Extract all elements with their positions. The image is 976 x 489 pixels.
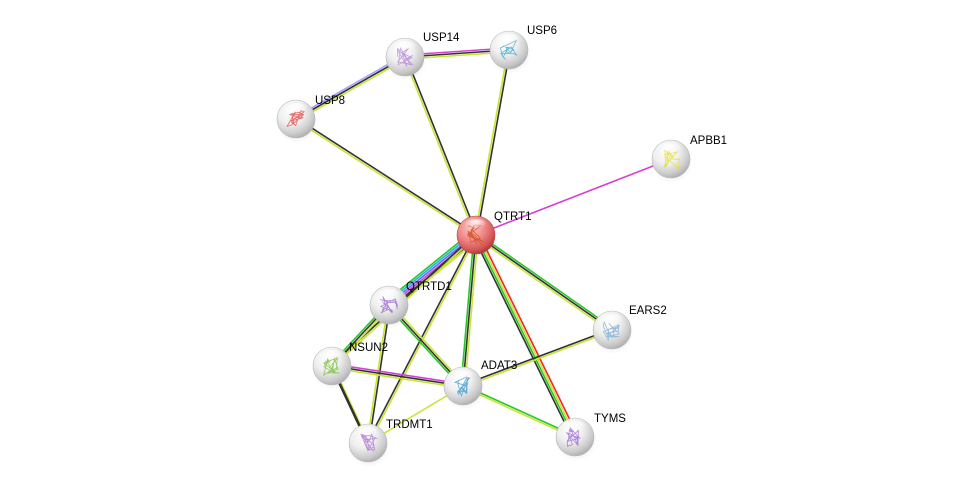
node-usp6[interactable]: USP6	[489, 25, 557, 74]
node-adat3[interactable]: ADAT3	[443, 360, 517, 410]
edge-evidence-coexpression	[405, 56, 478, 235]
node-highlight	[393, 41, 417, 55]
node-highlight	[356, 427, 380, 441]
edge-evidence-coexpression	[462, 234, 477, 387]
node-highlight	[497, 34, 521, 48]
node-usp14[interactable]: USP14	[385, 32, 460, 81]
edge-evidence-neighborhood	[476, 232, 614, 330]
node-highlight	[377, 289, 401, 303]
node-nsun2[interactable]: NSUN2	[312, 342, 388, 390]
edge-evidence-textmining	[403, 57, 476, 236]
edge-evidence-coexpression	[475, 234, 613, 331]
node-highlight	[464, 219, 488, 233]
edge-adat3-ears2[interactable]	[462, 328, 613, 388]
edge-evidence-fusion	[477, 233, 579, 437]
node-highlight	[600, 314, 624, 328]
node-label: USP14	[423, 32, 460, 44]
edge-usp6-qtrt1[interactable]	[474, 49, 511, 236]
node-label: QTRT1	[494, 211, 532, 223]
node-highlight	[659, 143, 683, 157]
node-label: TYMS	[594, 413, 626, 425]
edge-evidence-coexpression	[476, 50, 511, 236]
node-label: TRDMT1	[386, 419, 433, 431]
edge-apbb1-qtrt1[interactable]	[475, 158, 672, 236]
node-label: USP6	[527, 25, 557, 37]
edge-evidence-textmining	[474, 235, 612, 333]
edge-evidence-textmining	[476, 234, 577, 437]
edge-evidence-coexpression	[472, 235, 574, 439]
node-highlight	[563, 421, 587, 435]
node-ears2[interactable]: EARS2	[592, 305, 667, 354]
node-label: QTRTD1	[406, 281, 452, 293]
node-highlight	[320, 350, 344, 364]
node-highlight	[284, 103, 308, 117]
edge-usp14-qtrt1[interactable]	[403, 56, 478, 236]
edge-evidence-coexpression	[296, 117, 477, 235]
node-label: ADAT3	[481, 360, 517, 372]
edge-qtrt1-ears2[interactable]	[474, 232, 614, 333]
edge-qtrt1-adat3[interactable]	[460, 234, 479, 387]
protein-structure-icon	[466, 224, 485, 246]
nodes-layer: USP14 USP6USP8APBB1QTRT1QTRTD1EARS2NSUN2A…	[276, 25, 727, 467]
edge-evidence-neighborhood	[460, 234, 475, 386]
edge-qtrt1-tyms[interactable]	[472, 233, 579, 439]
node-qtrt1[interactable]: QTRT1	[456, 211, 532, 259]
node-tyms[interactable]: TYMS	[555, 413, 626, 461]
edge-evidence-textmining	[295, 119, 476, 237]
node-qtrtd1[interactable]: QTRTD1	[369, 281, 452, 329]
node-label: USP8	[315, 95, 345, 107]
node-usp8[interactable]: USP8	[276, 95, 345, 143]
node-label: EARS2	[629, 305, 667, 317]
edge-usp8-qtrt1[interactable]	[295, 117, 477, 237]
node-apbb1[interactable]: APBB1	[651, 135, 727, 183]
protein-structure-icon	[323, 356, 340, 377]
edge-evidence-neighborhood	[474, 235, 575, 438]
node-label: APBB1	[690, 135, 727, 147]
edge-evidence-textmining	[463, 330, 613, 388]
edge-evidence-coexpression	[462, 328, 612, 386]
node-trdmt1[interactable]: TRDMT1	[348, 419, 433, 467]
edge-evidence-coexpression	[366, 234, 476, 443]
edge-evidence-textmining	[464, 235, 479, 387]
protein-structure-icon	[565, 426, 581, 447]
node-highlight	[451, 370, 475, 384]
edge-evidence-textmining	[474, 49, 509, 235]
edge-evidence-experiments	[475, 158, 672, 236]
node-label: NSUN2	[349, 342, 388, 354]
edge-evidence-experiments	[332, 363, 464, 385]
